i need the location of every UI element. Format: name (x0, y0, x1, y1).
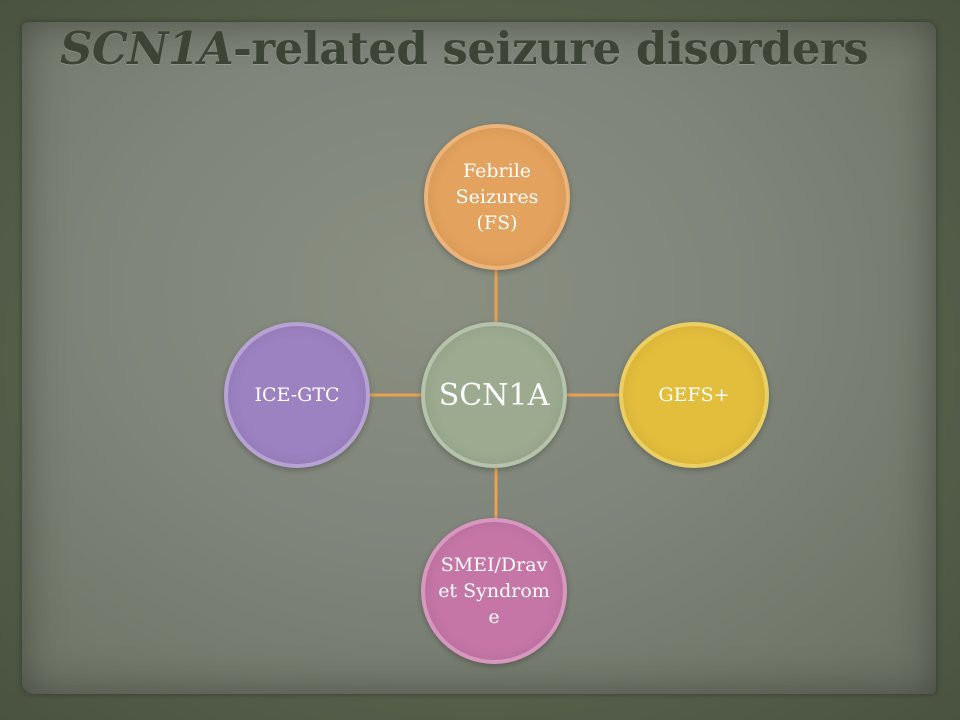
node-top-label: Febrile Seizures (FS) (455, 160, 539, 234)
node-center-scn1a: SCN1A (421, 322, 567, 468)
node-center-label: SCN1A (438, 377, 550, 413)
title-gene: SCN1A (60, 22, 234, 75)
node-bottom-label: SMEI/Dravet Syndrome (438, 554, 550, 628)
title-rest: -related seizure disorders (233, 22, 869, 75)
node-ice-gtc: ICE-GTC (224, 322, 370, 468)
node-febrile-seizures: Febrile Seizures (FS) (424, 124, 570, 270)
node-right-label: GEFS+ (658, 384, 730, 406)
node-left-label: ICE-GTC (254, 384, 340, 406)
node-gefs-plus: GEFS+ (619, 322, 769, 468)
slide-title: SCN1A-related seizure disorders (60, 22, 920, 75)
node-smei-dravet: SMEI/Dravet Syndrome (421, 518, 567, 664)
